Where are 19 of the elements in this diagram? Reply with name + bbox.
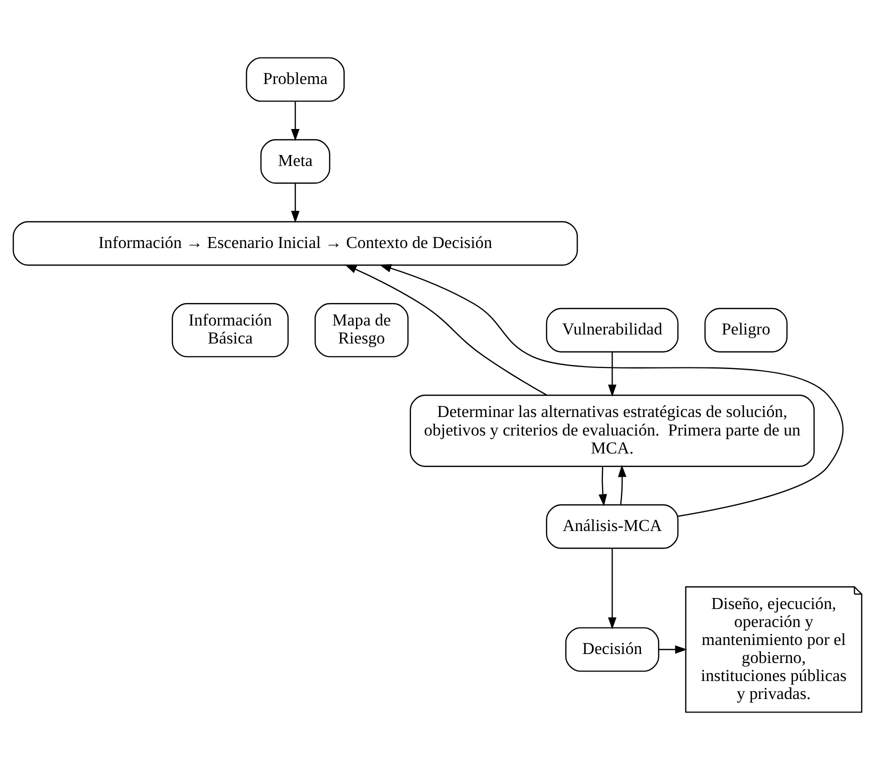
arrow [291, 183, 300, 222]
node-box: Determinar las alternativas estratégicas de solución, objetivos y criterios de evaluación. Primera parte de un MCA. [410, 394, 815, 466]
arrow [598, 466, 607, 506]
node-box: Mapa de Riesgo [314, 302, 409, 357]
arrow [608, 548, 616, 629]
node-box: Información → Escenario Inicial → Contexto de Decisión [12, 220, 578, 266]
arrow [618, 464, 626, 504]
node-box: Vulnerabilidad [546, 307, 679, 352]
node-box: Problema [246, 56, 345, 102]
arrow [344, 264, 548, 396]
node-box: Información Básica [172, 302, 289, 357]
node-box: Meta [260, 138, 330, 184]
arrow [608, 352, 616, 396]
arrow [291, 101, 300, 141]
node-box: Análisis-MCA [546, 504, 679, 548]
arrow [379, 264, 844, 516]
node-box: Peligro [704, 307, 788, 352]
arrow [658, 644, 688, 654]
node-box: Decisión [565, 626, 660, 672]
